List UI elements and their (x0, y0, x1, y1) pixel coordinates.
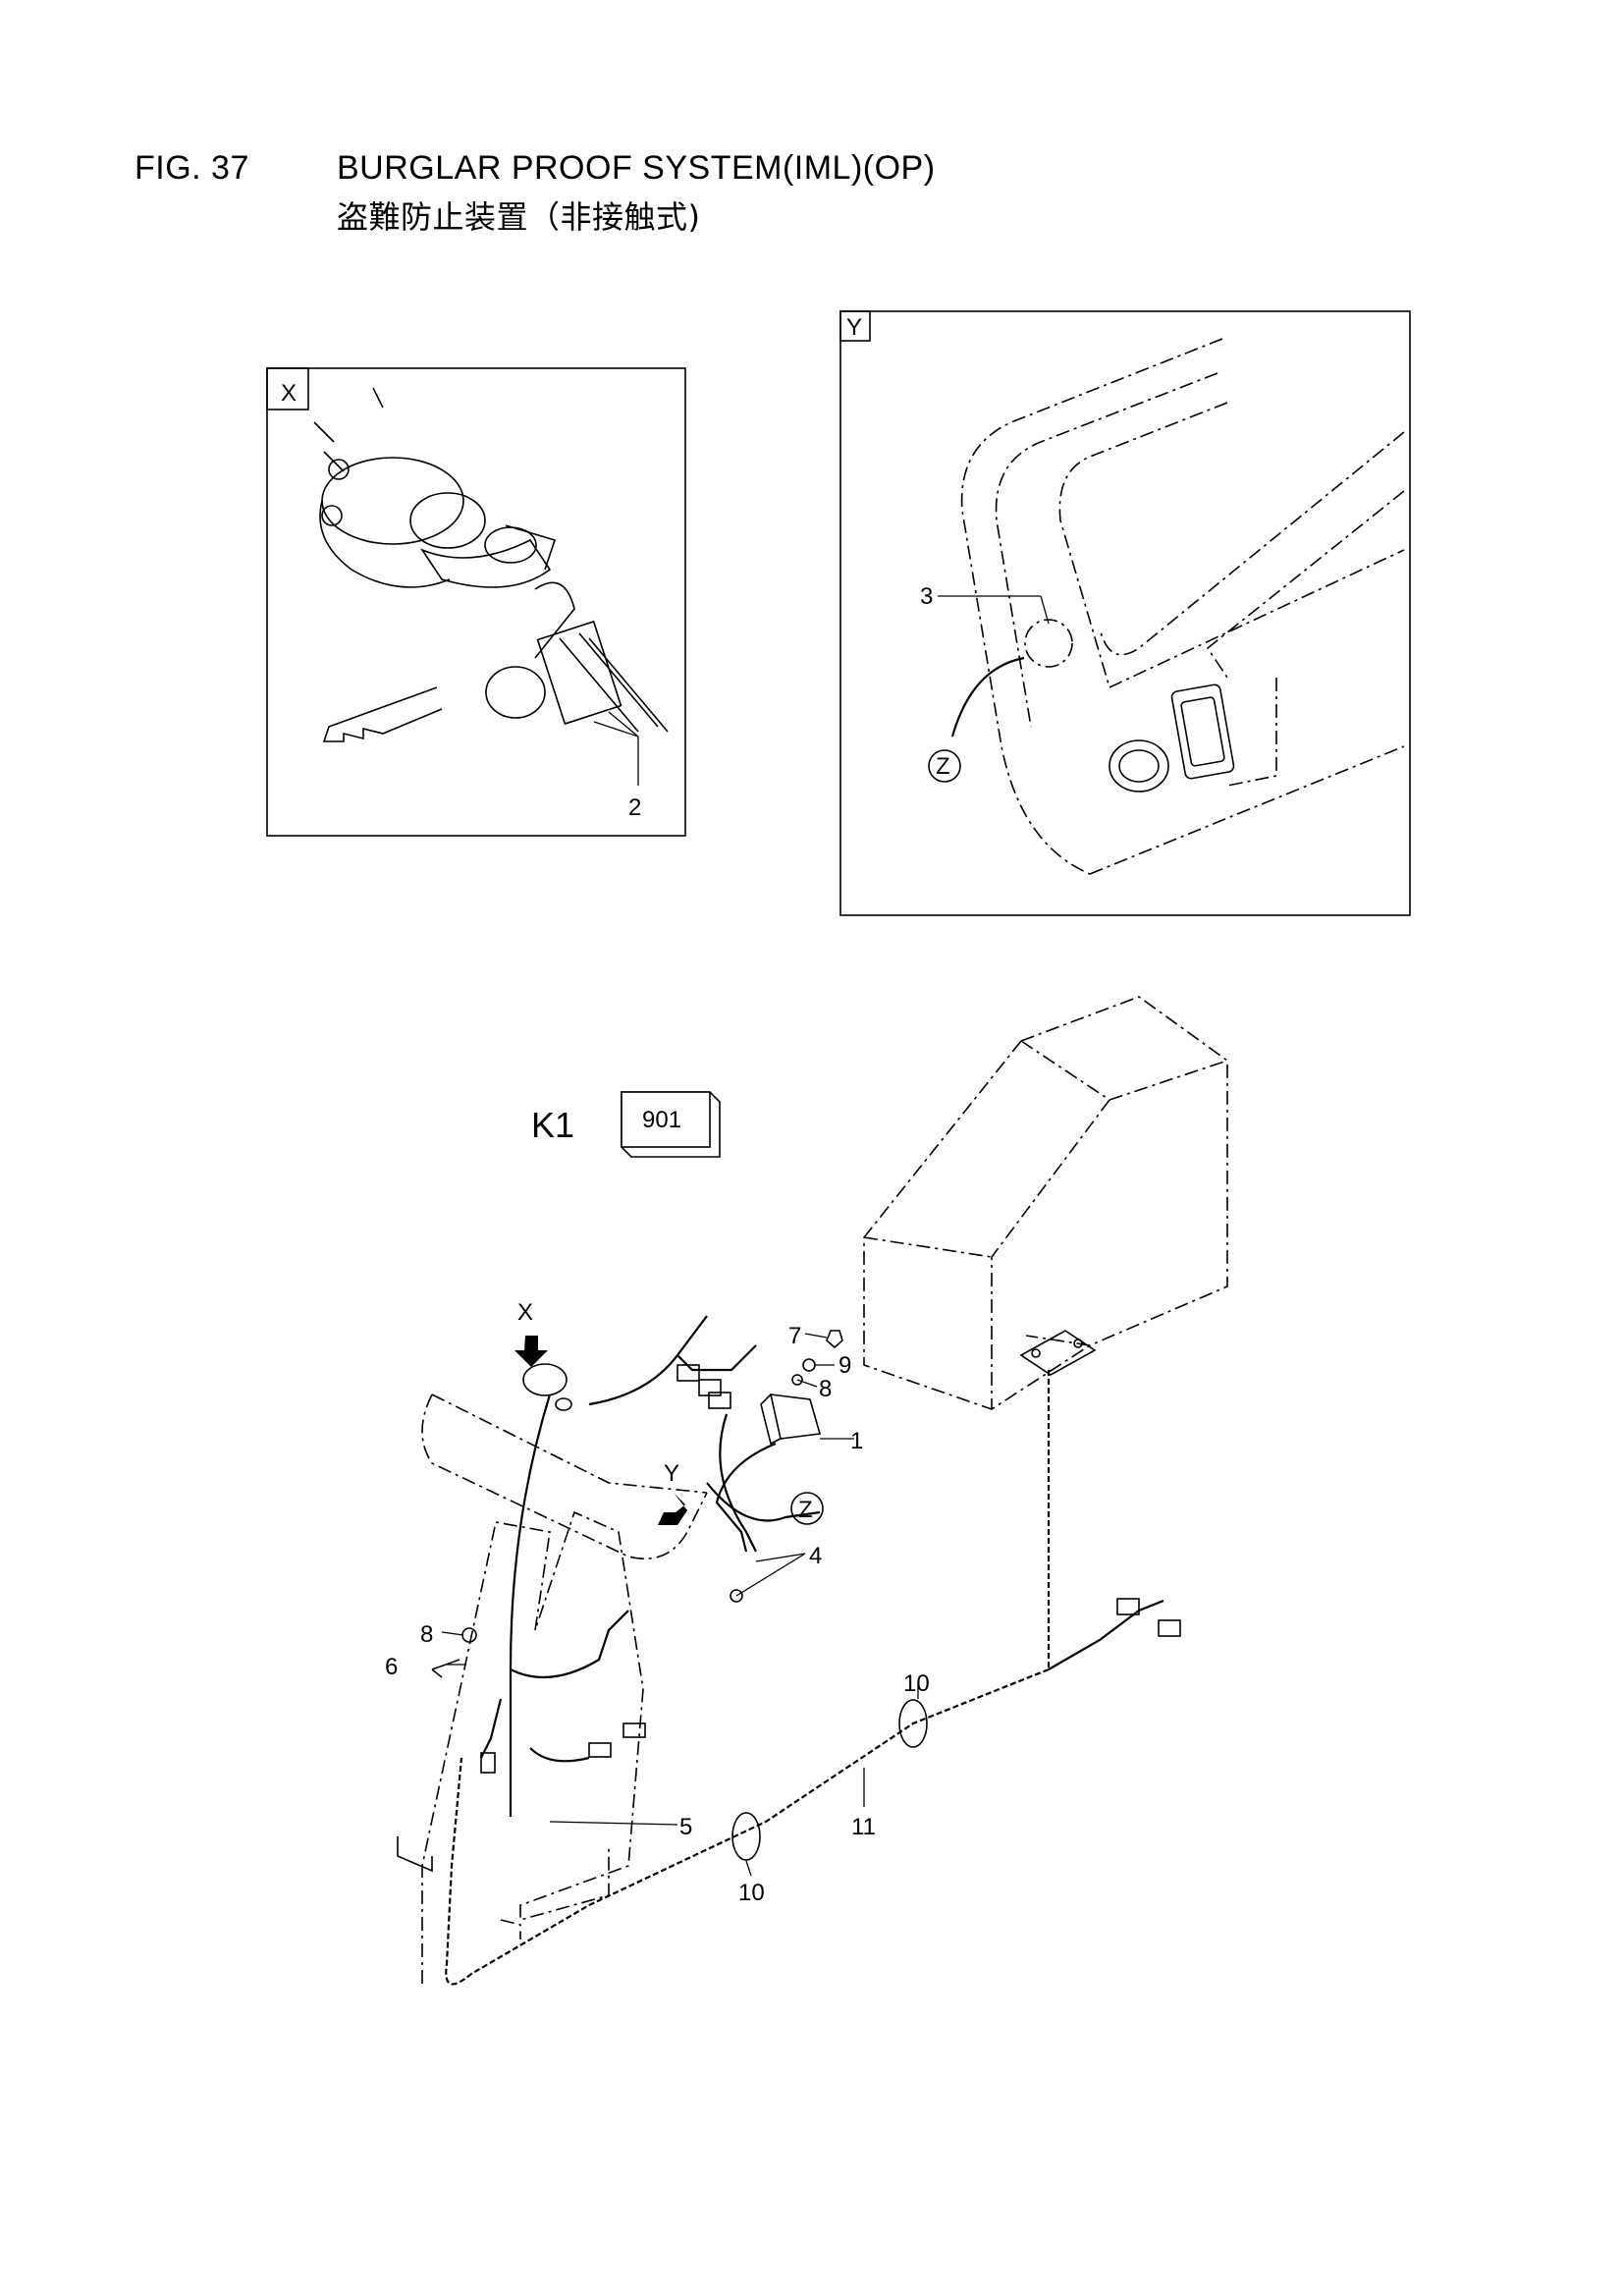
detail-x-frame-label: X (281, 380, 297, 407)
view-x-label: X (517, 1299, 533, 1326)
figure-title: BURGLAR PROOF SYSTEM(IML)(OP) (337, 149, 936, 187)
kit-box (621, 1091, 711, 1148)
detail-y-panel: Y 3 Z (839, 310, 1411, 916)
callout-3: 3 (920, 583, 933, 610)
callout-6: 6 (385, 1654, 398, 1680)
view-x-arrow (514, 1336, 548, 1367)
callout-7: 7 (788, 1323, 801, 1349)
kit-reference: K1 901 (531, 1091, 721, 1158)
callout-9: 9 (839, 1352, 851, 1379)
ignition-switch-drawing (313, 387, 669, 786)
callout-2: 2 (628, 794, 641, 821)
callout-11: 11 (851, 1814, 876, 1840)
grommet-lower (731, 1812, 761, 1861)
detail-y-frame-label: Y (846, 314, 862, 341)
main-z-label: Z (798, 1497, 813, 1523)
z-marker-label: Z (936, 753, 950, 780)
main-assembly-drawing (397, 996, 1228, 1986)
callout-4: 4 (809, 1543, 822, 1569)
kit-code: 901 (642, 1107, 681, 1133)
callout-10-lower: 10 (738, 1880, 765, 1906)
callout-5: 5 (679, 1814, 692, 1840)
callout-8-upper: 8 (819, 1376, 832, 1402)
detail-x-panel: X 2 (266, 367, 686, 837)
main-z-marker (790, 1492, 824, 1525)
figure-subtitle: 盗難防止装置（非接触式) (337, 198, 701, 236)
view-y-arrow (658, 1493, 687, 1525)
detail-y-tab (839, 310, 871, 342)
detail-y-frame (839, 310, 1411, 916)
callout-10-upper: 10 (903, 1670, 930, 1697)
detail-y-z-marker (928, 749, 961, 783)
detail-x-tab (266, 367, 309, 410)
dashboard-outline-drawing (928, 338, 1405, 875)
figure-number: FIG. 37 (135, 149, 249, 187)
kit-label: K1 (531, 1105, 574, 1145)
callout-1: 1 (850, 1428, 863, 1454)
view-y-label: Y (664, 1460, 679, 1487)
detail-x-frame (266, 367, 686, 837)
grommet-upper (898, 1699, 928, 1748)
callout-8-lower: 8 (420, 1621, 433, 1648)
